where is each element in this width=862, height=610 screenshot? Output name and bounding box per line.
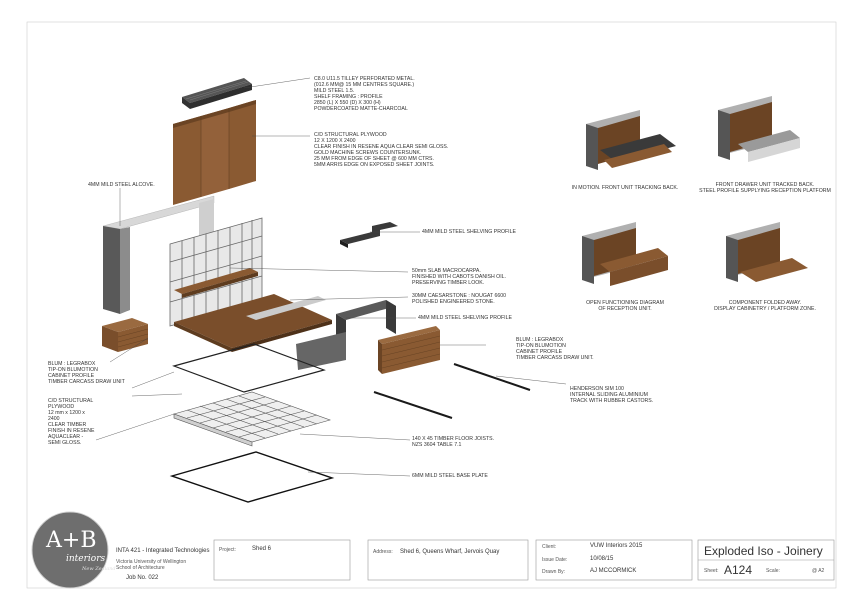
school-name: School of Architecture [116, 565, 165, 571]
macrocarpa-slab [174, 268, 258, 294]
steel-base-plate [169, 451, 335, 503]
sliding-track-rail-1 [453, 363, 531, 391]
timber-platform [174, 294, 332, 352]
view-drawer-tracked-back [718, 96, 800, 162]
sheet-border [26, 21, 837, 589]
title-block [213, 539, 835, 581]
project-label: Project: [219, 547, 236, 553]
scale-label: Scale: [766, 568, 780, 574]
logo-main: A+B [46, 528, 97, 553]
note-blum-left: BLUM : LEGRABOX TIP-ON BLUMOTION CABINET… [48, 361, 125, 385]
drawer-unit-left [102, 318, 149, 352]
caption-folded-away: COMPONENT FOLDED AWAY. DISPLAY CABINETRY… [714, 300, 816, 312]
plywood-panels [173, 100, 256, 205]
note-shelving-profile-top: 4MM MILD STEEL SHELVING PROFILE [422, 229, 516, 235]
floor-joists [173, 391, 331, 447]
view-open-functioning [582, 222, 668, 286]
note-plywood-left: C/D STRUCTURAL PLYWOOD 12 mm x 1200 x 24… [48, 398, 95, 446]
drawn-by-label: Drawn By: [542, 569, 566, 575]
view-in-motion [586, 110, 676, 170]
sheet-label: Sheet: [704, 568, 719, 574]
leader-lines [95, 77, 567, 477]
steel-profile-mid [296, 300, 396, 370]
perforated-metal-shelf [182, 78, 252, 109]
sliding-track-rail-2 [373, 391, 453, 419]
note-shelving-profile-mid: 4MM MILD STEEL SHELVING PROFILE [418, 315, 512, 321]
caption-drawer-tracked-back: FRONT DRAWER UNIT TRACKED BACK. STEEL PR… [699, 182, 831, 194]
logo-circle [32, 512, 108, 588]
steel-alcove [102, 195, 215, 314]
view-folded-away [726, 222, 808, 282]
university-name: Victoria University of Wellington [116, 559, 187, 565]
client-value: VUW Interiors 2015 [590, 543, 643, 549]
drawing-title: Exploded Iso - Joinery [704, 544, 823, 558]
drawer-unit-right [378, 326, 441, 374]
steel-shelving-profile-top [340, 222, 398, 248]
floor-frame-ring [172, 343, 326, 393]
issue-date-value: 10/08/15 [590, 556, 614, 562]
caption-open-functioning: OPEN FUNCTIONING DIAGRAM OF RECEPTION UN… [586, 300, 664, 312]
note-caesarstone: 30MM CAESARSTONE : NOUGAT 6600 POLISHED … [412, 293, 506, 305]
sheet-number: A124 [724, 563, 753, 577]
address-label: Address: [373, 549, 393, 555]
note-base-plate: 6MM MILD STEEL BASE PLATE [412, 473, 488, 479]
logo-script: New Zealand [82, 566, 116, 572]
note-henderson-track: HENDERSON SIM 100 INTERNAL SLIDING ALUMI… [570, 386, 654, 404]
issue-date-label: Issue Date: [542, 557, 568, 563]
project-value: Shed 6 [252, 546, 272, 552]
note-slab-macrocarpa: 50mm SLAB MACROCARPA. FINISHED WITH CABO… [412, 268, 506, 286]
job-number: Job No. 022 [126, 575, 159, 581]
note-blum-right: BLUM : LEGRABOX TIP-ON BLUMOTION CABINET… [516, 337, 594, 361]
note-steel-alcove: 4MM MILD STEEL ALCOVE. [88, 182, 155, 188]
note-floor-joists: 140 X 45 TIMBER FLOOR JOISTS. NZS 3604 T… [412, 436, 495, 448]
client-label: Client: [542, 544, 557, 550]
note-perforated-metal: C8.0 U11.5 TILLEY PERFORATED METAL. (012… [314, 76, 415, 112]
drawn-by-value: AJ MCCORMICK [590, 568, 637, 574]
address-value: Shed 6, Queens Wharf, Jervois Quay [400, 549, 500, 555]
course-title: INTA 421 - Integrated Technologies [116, 548, 210, 554]
scale-value: @ A2 [812, 568, 825, 574]
steel-shelving-frame [169, 217, 263, 327]
logo-sub: interiors [66, 554, 106, 564]
caption-in-motion: IN MOTION. FRONT UNIT TRACKING BACK. [571, 185, 679, 191]
note-structural-plywood: C/D STRUCTURAL PLYWOOD 12 X 1200 X 2400 … [314, 132, 449, 168]
